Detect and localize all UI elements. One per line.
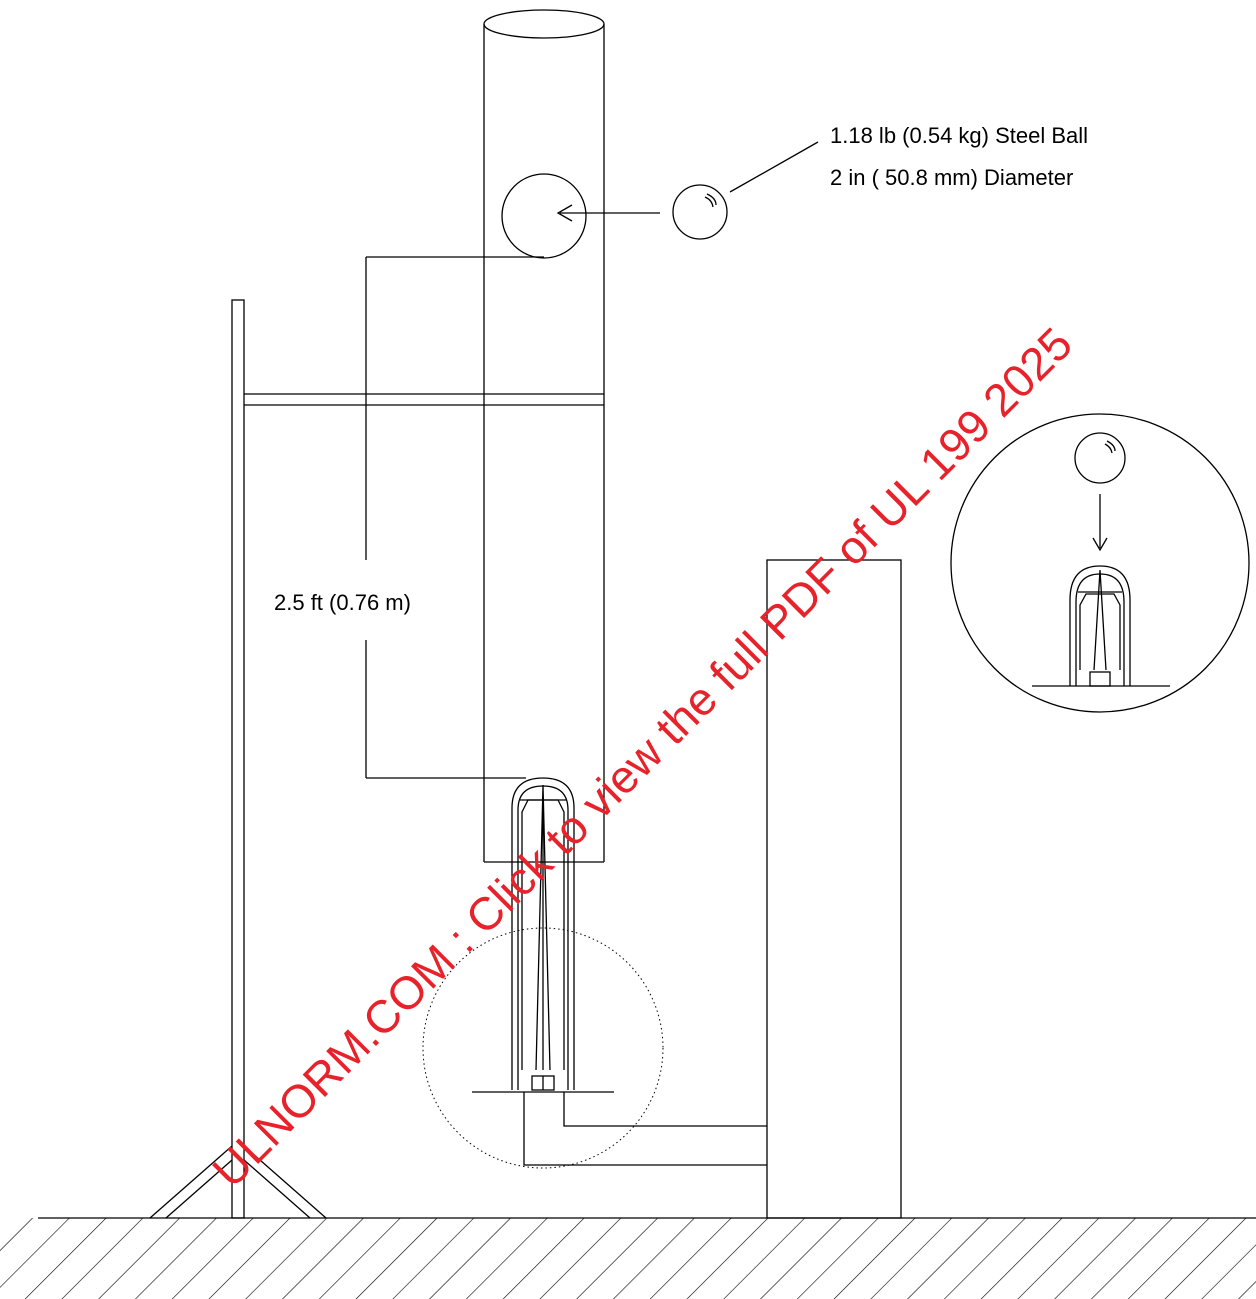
supply-piping (523, 1092, 767, 1166)
watermark-text: ULNORM.COM : Click to view the full PDF … (202, 317, 1082, 1197)
sprinkler-icon (472, 777, 614, 1093)
ball-in-tube (501, 173, 587, 259)
control-box (766, 559, 902, 1219)
drop-height-dimension (365, 256, 544, 779)
detail-highlight-circle (422, 927, 664, 1169)
drop-height-label: 2.5 ft (0.76 m) (274, 590, 411, 615)
floor (0, 1217, 1256, 1299)
support-stand (149, 299, 604, 1219)
ball-diameter-label: 2 in ( 50.8 mm) Diameter (830, 165, 1073, 190)
steel-ball-icon (672, 184, 728, 240)
ball-callout-arrow (556, 204, 660, 222)
label-leader-line (729, 141, 819, 193)
detail-view-icon (950, 413, 1250, 713)
guide-tube (483, 9, 605, 863)
ball-weight-label: 1.18 lb (0.54 kg) Steel Ball (830, 123, 1088, 148)
